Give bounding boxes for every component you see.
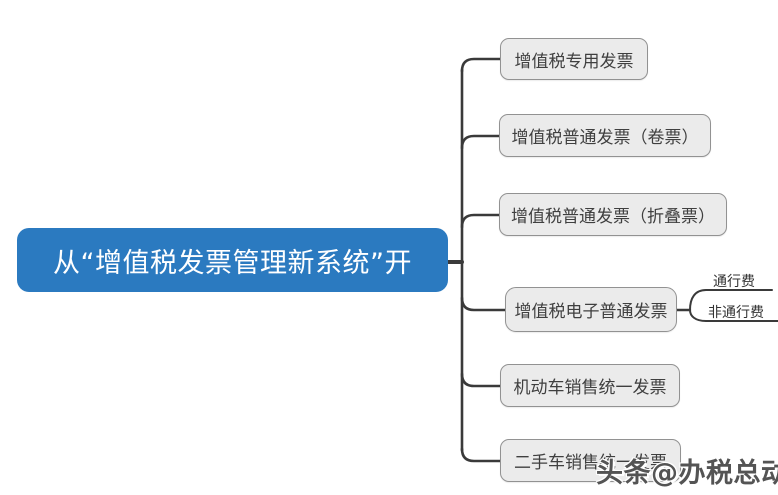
branch-connectors bbox=[446, 57, 778, 463]
branch-4 bbox=[460, 296, 507, 312]
branch-1 bbox=[460, 57, 502, 73]
root-topic[interactable]: 从“增值税发票管理新系统”开 bbox=[17, 228, 448, 292]
branch-5 bbox=[460, 372, 502, 388]
child-topic-vat-special-invoice[interactable]: 增值税专用发票 bbox=[500, 38, 648, 80]
watermark-text: 头条@办税总动员 bbox=[596, 458, 778, 489]
branch-2 bbox=[460, 134, 501, 150]
child-topic-vat-general-folded[interactable]: 增值税普通发票（折叠票） bbox=[499, 193, 727, 236]
child-topic-motor-vehicle-invoice[interactable]: 机动车销售统一发票 bbox=[500, 364, 680, 407]
subtopic-toll-fee[interactable]: 通行费 bbox=[713, 274, 755, 290]
branch-3 bbox=[460, 213, 501, 229]
sub-branch-non-toll bbox=[689, 309, 778, 322]
child-topic-vat-electronic-general[interactable]: 增值税电子普通发票 bbox=[505, 287, 677, 332]
branch-6 bbox=[460, 447, 502, 463]
child-topic-used-car-invoice[interactable]: 二手车销售统一发票 bbox=[500, 439, 681, 482]
subtopic-non-toll-fee[interactable]: 非通行费 bbox=[708, 305, 764, 321]
child-topic-vat-general-roll[interactable]: 增值税普通发票（卷票） bbox=[499, 114, 711, 157]
sub-branch-toll bbox=[689, 289, 773, 311]
